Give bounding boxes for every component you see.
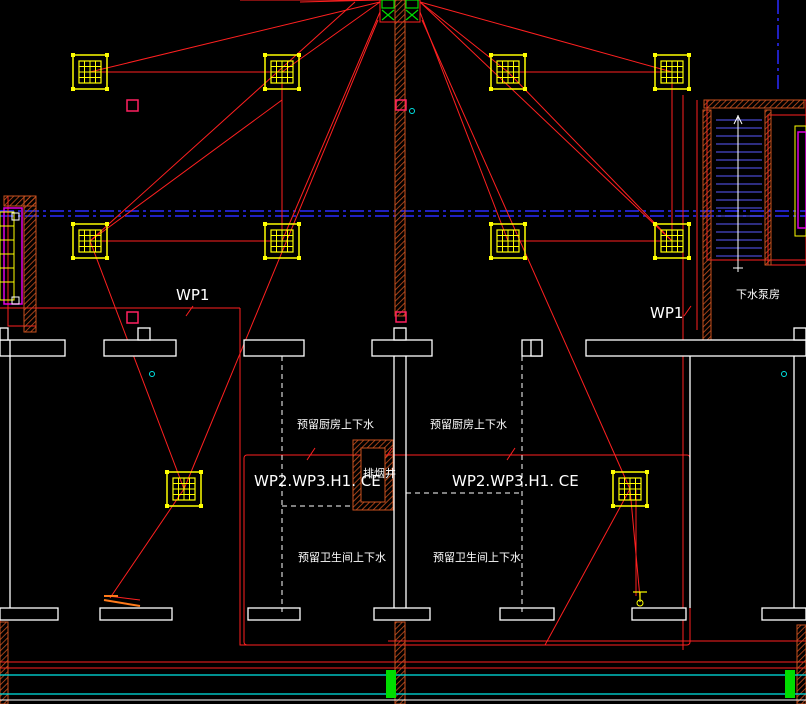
cyan-circle-marker-icon	[149, 371, 155, 377]
smoke-shaft-label: 排烟井	[363, 466, 396, 480]
left-equipment-panel	[0, 207, 23, 305]
red-square-markers	[126, 99, 407, 324]
toilet-left-label: 预留卫生间上下水	[298, 550, 386, 564]
circuit-right-label: WP2.WP3.H1. CE	[452, 472, 579, 490]
wp1-right-label: WP1	[650, 304, 683, 322]
cyan-circle-marker-icon	[781, 371, 787, 377]
red-square-marker-icon	[395, 99, 407, 111]
wp1-left-label: WP1	[176, 286, 209, 304]
red-square-marker-icon	[126, 99, 139, 112]
valve-icon	[103, 591, 647, 607]
ceiling-diffuser-icon	[610, 469, 650, 509]
red-square-marker-icon	[126, 311, 139, 324]
kitchen-left-label: 预留厨房上下水	[297, 418, 374, 431]
cyan-circle-marker-icon	[409, 108, 415, 114]
hub-valves-icon	[381, 0, 419, 21]
toilet-right-label: 预留卫生间上下水	[433, 550, 521, 564]
staircase-icon	[716, 114, 762, 272]
walls	[0, 327, 806, 621]
green-pipe-marker	[785, 670, 795, 698]
partition-lines	[281, 356, 523, 612]
red-square-marker-icon	[395, 311, 407, 323]
pump-room-label: 下水泵房	[736, 288, 780, 301]
right-equipment-panel	[794, 125, 806, 237]
ceiling-diffuser-icon	[164, 469, 204, 509]
green-pipe-marker	[386, 670, 396, 698]
circuit-left-label: WP2.WP3.H1. CE	[254, 472, 381, 490]
cyan-markers	[149, 108, 787, 377]
bottom-edge-lines	[0, 670, 806, 701]
kitchen-right-label: 预留厨房上下水	[430, 418, 507, 431]
